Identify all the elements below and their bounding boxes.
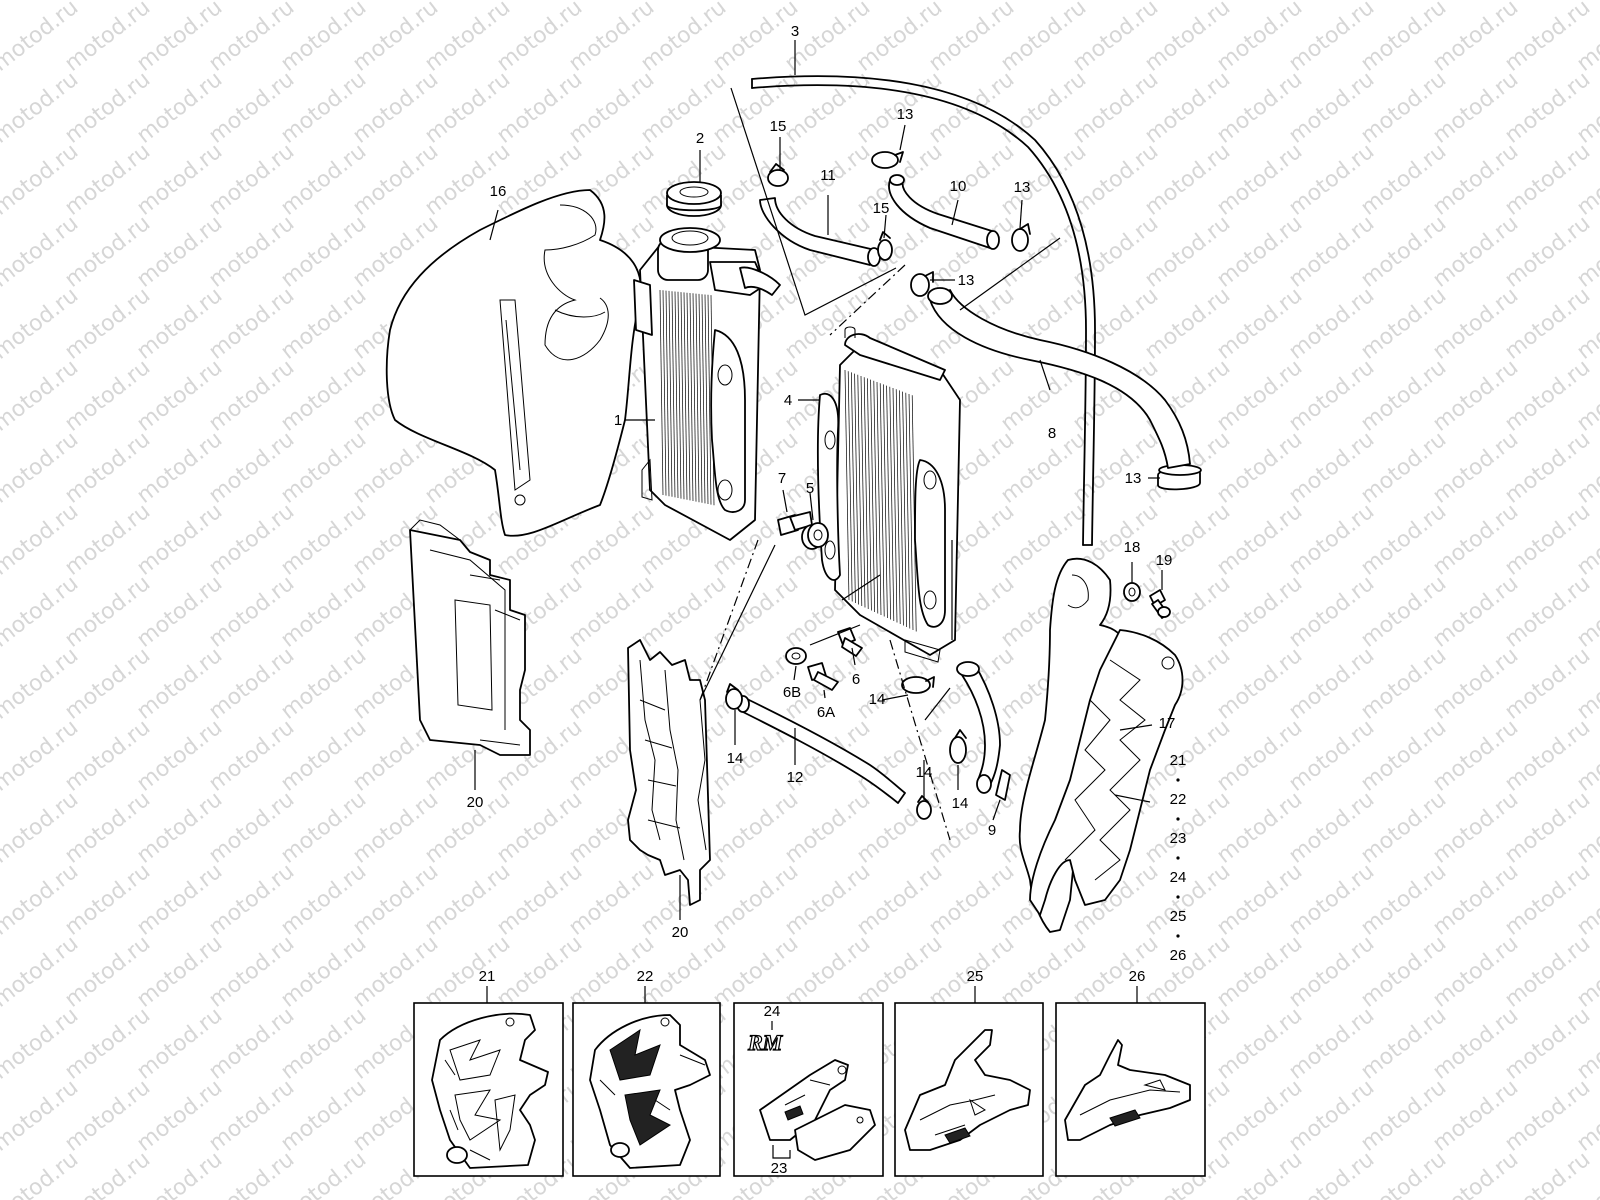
decal-number-list: 21 22 23 24 25 26 [1170,752,1187,964]
callout-14-right: 14 [952,795,969,812]
decal-list-item: 26 [1170,947,1187,964]
callout-8: 8 [1048,425,1056,442]
callout-13-middle: 13 [958,272,975,289]
hose-9 [956,661,1011,801]
decal-list-item: 24 [1170,869,1187,886]
callout-6: 6 [852,671,860,688]
callout-21: 21 [479,968,496,985]
watermark-text: motod.ru [0,1147,83,1200]
callout-4: 4 [784,392,792,409]
callout-19: 19 [1156,552,1173,569]
callouts: 3 2 15 13 16 11 10 13 15 13 1 4 8 13 7 5… [467,23,1176,941]
shroud-left-16 [385,189,642,537]
decal-list-separator [1176,856,1180,860]
callout-20-left: 20 [467,794,484,811]
callout-13-top: 13 [897,106,914,123]
bolt-19 [1149,589,1171,619]
decal-panel-22: 22 [572,968,721,1177]
clamp-14-left [725,683,743,710]
callout-24: 24 [764,1003,781,1020]
leader-lines [474,40,1163,920]
clamp-13-right [1011,223,1031,252]
callout-12: 12 [787,769,804,786]
callout-17: 17 [1159,715,1176,732]
callout-26: 26 [1129,968,1146,985]
radiator-right-fins [844,369,917,632]
callout-23: 23 [771,1160,788,1177]
callout-15-middle: 15 [873,200,890,217]
callout-14-top: 14 [869,691,886,708]
radiator-cap-2 [666,181,722,217]
shroud-decal-22 [1029,629,1184,916]
washer-6b [785,647,807,665]
clamp-13-middle [910,271,934,297]
decal-list-separator [1176,817,1180,821]
decal-logo-rm: RM [747,1030,784,1055]
decal-panel-23-24: 24 RM 23 [733,1002,884,1177]
clamp-15-middle [877,231,893,261]
decal-list-separator [1176,895,1180,899]
radiator-right-4 [816,326,961,663]
bolt-6a [807,662,839,691]
callout-25: 25 [967,968,984,985]
callout-16: 16 [490,183,507,200]
hose-8 [927,287,1191,469]
callout-10: 10 [950,178,967,195]
clamp-14-bottom [916,795,932,820]
callout-9: 9 [988,822,996,839]
watermark-text: motod.ru [1572,0,1600,5]
callout-20-center: 20 [672,924,689,941]
callout-6b: 6B [783,684,801,701]
clamp-15-top [767,163,789,187]
clamp-13-lower [1157,464,1202,491]
callout-2: 2 [696,130,704,147]
decal-list-separator [1176,778,1180,782]
decal-list-separator [1176,934,1180,938]
radiator-left-1 [633,227,781,541]
callout-6a: 6A [817,704,835,721]
grommet-5 [801,522,829,550]
louver-left-20 [409,519,531,756]
decal-list-item: 21 [1170,752,1187,769]
clamp-14-top [901,676,935,694]
hose-10 [888,174,1000,250]
decal-list-item: 23 [1170,830,1187,847]
callout-7: 7 [778,470,786,487]
callout-15-top: 15 [770,118,787,135]
decal-list-item: 25 [1170,908,1187,925]
decal-panel-26: 26 [1055,968,1206,1177]
decal-list-item: 22 [1170,791,1187,808]
decal-panels: 21 22 24 RM [413,968,1206,1177]
clamp-14-right [949,729,967,764]
callout-22: 22 [637,968,654,985]
callout-3: 3 [791,23,799,40]
callout-13-lower: 13 [1125,470,1142,487]
overflow-tube-3 [751,75,1096,546]
washer-18 [1123,582,1141,602]
clamp-13-top [871,151,904,169]
callout-14-left: 14 [727,750,744,767]
decal-panel-25: 25 [894,968,1044,1177]
callout-5: 5 [806,480,814,497]
callout-14-bottom: 14 [916,764,933,781]
decal-panel-21: 21 [413,968,564,1177]
callout-11: 11 [820,167,836,184]
callout-13-right: 13 [1014,179,1031,196]
callout-1: 1 [614,412,622,429]
louver-center-20 [627,639,711,906]
callout-18: 18 [1124,539,1141,556]
